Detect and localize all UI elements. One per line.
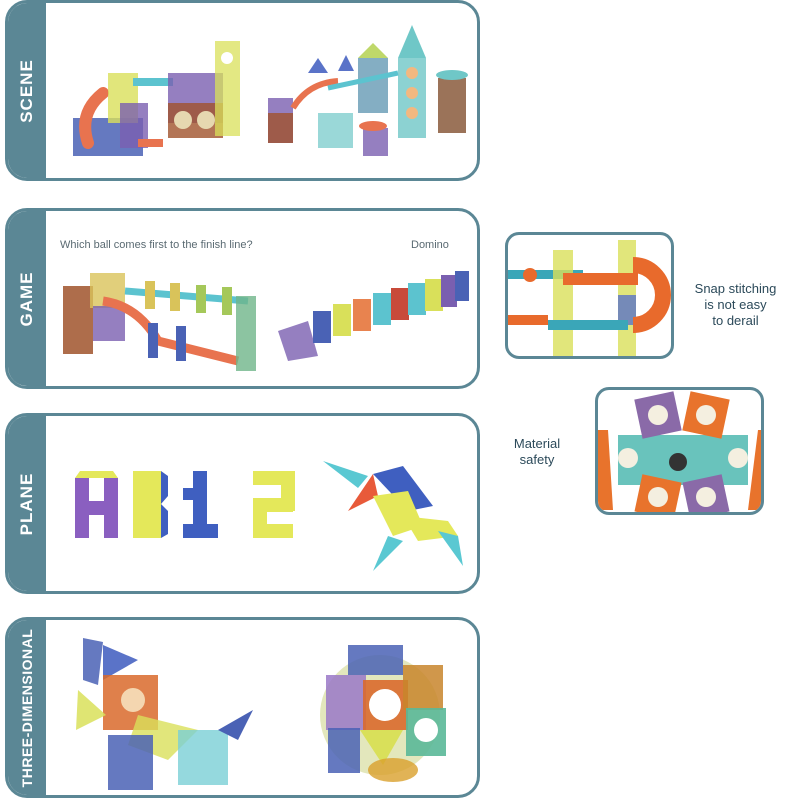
game-domino-caption: Domino — [411, 239, 449, 251]
material-safety-caption: Material safety — [502, 436, 572, 468]
scene-marble-run-image — [73, 25, 468, 156]
snap-stitching-caption: Snap stitching is not easy to derail — [688, 281, 783, 329]
game-race-caption: Which ball comes first to the finish lin… — [60, 239, 253, 251]
caption-line: safety — [519, 452, 555, 467]
caption-line: Snap stitching — [694, 281, 777, 296]
three-dimensional-tab: THREE-DIMENSIONAL — [8, 620, 46, 795]
game-panel: GAME Which ball comes first to the finis… — [5, 208, 480, 389]
plane-letters-image — [75, 461, 463, 571]
scene-panel: SCENE — [5, 0, 480, 181]
material-safety-image — [595, 387, 764, 515]
plane-panel: PLANE — [5, 413, 480, 594]
caption-line: is not easy — [704, 297, 767, 312]
game-race-image — [63, 271, 469, 371]
caption-line: Material — [513, 436, 561, 451]
three-dimensional-panel: THREE-DIMENSIONAL — [5, 617, 480, 798]
three-dimensional-image — [76, 638, 446, 790]
plane-tab: PLANE — [8, 416, 46, 591]
snap-stitching-image — [505, 232, 674, 359]
scene-tab: SCENE — [8, 3, 46, 178]
caption-line: to derail — [712, 313, 759, 328]
game-tab: GAME — [8, 211, 46, 386]
